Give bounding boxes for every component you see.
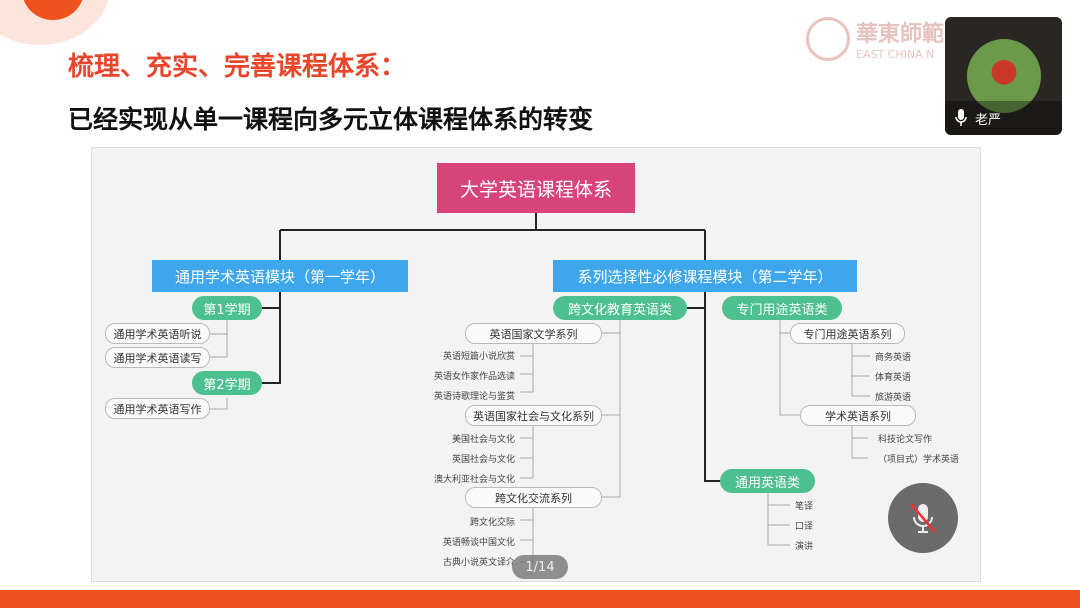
decor-dot: [22, 0, 84, 20]
course-item: 英国社会与文化: [451, 455, 515, 465]
page-indicator: 1/14: [512, 555, 568, 579]
course-item: 演讲: [795, 542, 814, 552]
course-item: 英语畅谈中国文化: [442, 538, 515, 548]
course-item: 古典小说英文译介: [442, 558, 515, 568]
root-node: 大学英语课程体系: [437, 163, 635, 213]
category-cross-cultural: 跨文化教育英语类: [553, 296, 687, 320]
course-item: 英语诗歌理论与鉴赏: [433, 392, 515, 402]
course-item: 英语短篇小说欣赏: [442, 352, 515, 362]
participant-video[interactable]: 老严: [945, 17, 1062, 135]
mic-off-icon: [910, 503, 936, 533]
participant-name: 老严: [975, 112, 1002, 128]
course-item: 笔译: [795, 502, 814, 512]
series-node: 英语国家文学系列: [465, 323, 602, 344]
bottom-bar: [0, 590, 1080, 608]
series-node: 跨文化交流系列: [465, 487, 602, 508]
course-item: 旅游英语: [875, 393, 912, 403]
series-node: 学术英语系列: [800, 405, 916, 426]
mic-icon: [955, 109, 967, 126]
module-general-academic: 通用学术英语模块（第一学年）: [152, 260, 408, 292]
course-item: 英语女作家作品选读: [433, 372, 515, 382]
course-item: （项目式）学术英语: [878, 455, 960, 465]
module-elective: 系列选择性必修课程模块（第二学年）: [553, 260, 857, 292]
course-item: 跨文化交际: [469, 518, 515, 528]
series-node: 英语国家社会与文化系列: [465, 405, 602, 426]
course-item: 商务英语: [875, 353, 912, 363]
course-item: 口译: [795, 522, 814, 532]
mute-button[interactable]: [888, 483, 958, 553]
term-2: 第2学期: [192, 371, 262, 395]
slide-title: 梳理、充实、完善课程体系：: [68, 52, 407, 82]
course-item: 通用学术英语写作: [105, 398, 210, 419]
course-item: 科技论文写作: [878, 435, 933, 445]
course-item: 澳大利亚社会与文化: [433, 475, 515, 485]
category-general-english: 通用英语类: [720, 469, 815, 493]
series-node: 专门用途英语系列: [790, 323, 905, 344]
course-item: 通用学术英语读写: [105, 347, 210, 368]
course-item: 通用学术英语听说: [105, 323, 210, 344]
category-esp: 专门用途英语类: [722, 296, 842, 320]
avatar: [967, 39, 1041, 113]
course-item: 美国社会与文化: [451, 435, 515, 445]
term-1: 第1学期: [192, 296, 262, 320]
course-item: 体育英语: [875, 373, 912, 383]
slide-subtitle: 已经实现从单一课程向多元立体课程体系的转变: [68, 105, 594, 134]
seal-icon: [806, 16, 850, 61]
